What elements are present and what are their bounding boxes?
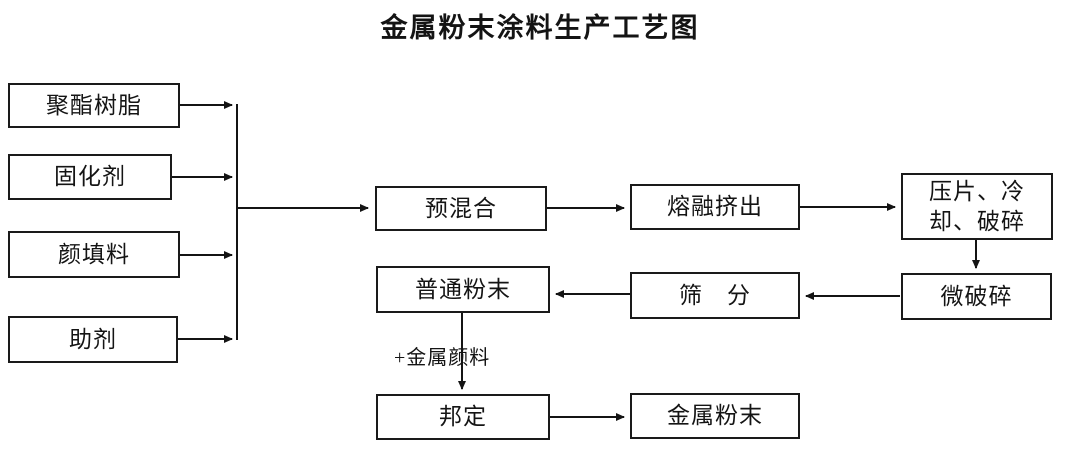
node-sieving: 筛 分 [630,272,800,319]
node-polyester-resin: 聚酯树脂 [8,83,180,128]
node-ordinary-powder: 普通粉末 [376,266,550,313]
metal-pigment-addition-label: +金属颜料 [394,347,491,369]
node-curing-agent: 固化剂 [8,154,172,200]
node-metal-powder: 金属粉末 [630,393,800,439]
node-press-cool-crush: 压片、冷 却、破碎 [901,173,1053,240]
node-pigment-filler: 颜填料 [8,231,180,278]
node-additive: 助剂 [8,316,178,363]
node-premix: 预混合 [375,186,547,231]
node-melt-extrusion: 熔融挤出 [630,184,800,230]
diagram-title: 金属粉末涂料生产工艺图 [380,13,700,43]
node-micro-crush: 微破碎 [901,273,1052,320]
node-bonding: 邦定 [376,394,550,440]
